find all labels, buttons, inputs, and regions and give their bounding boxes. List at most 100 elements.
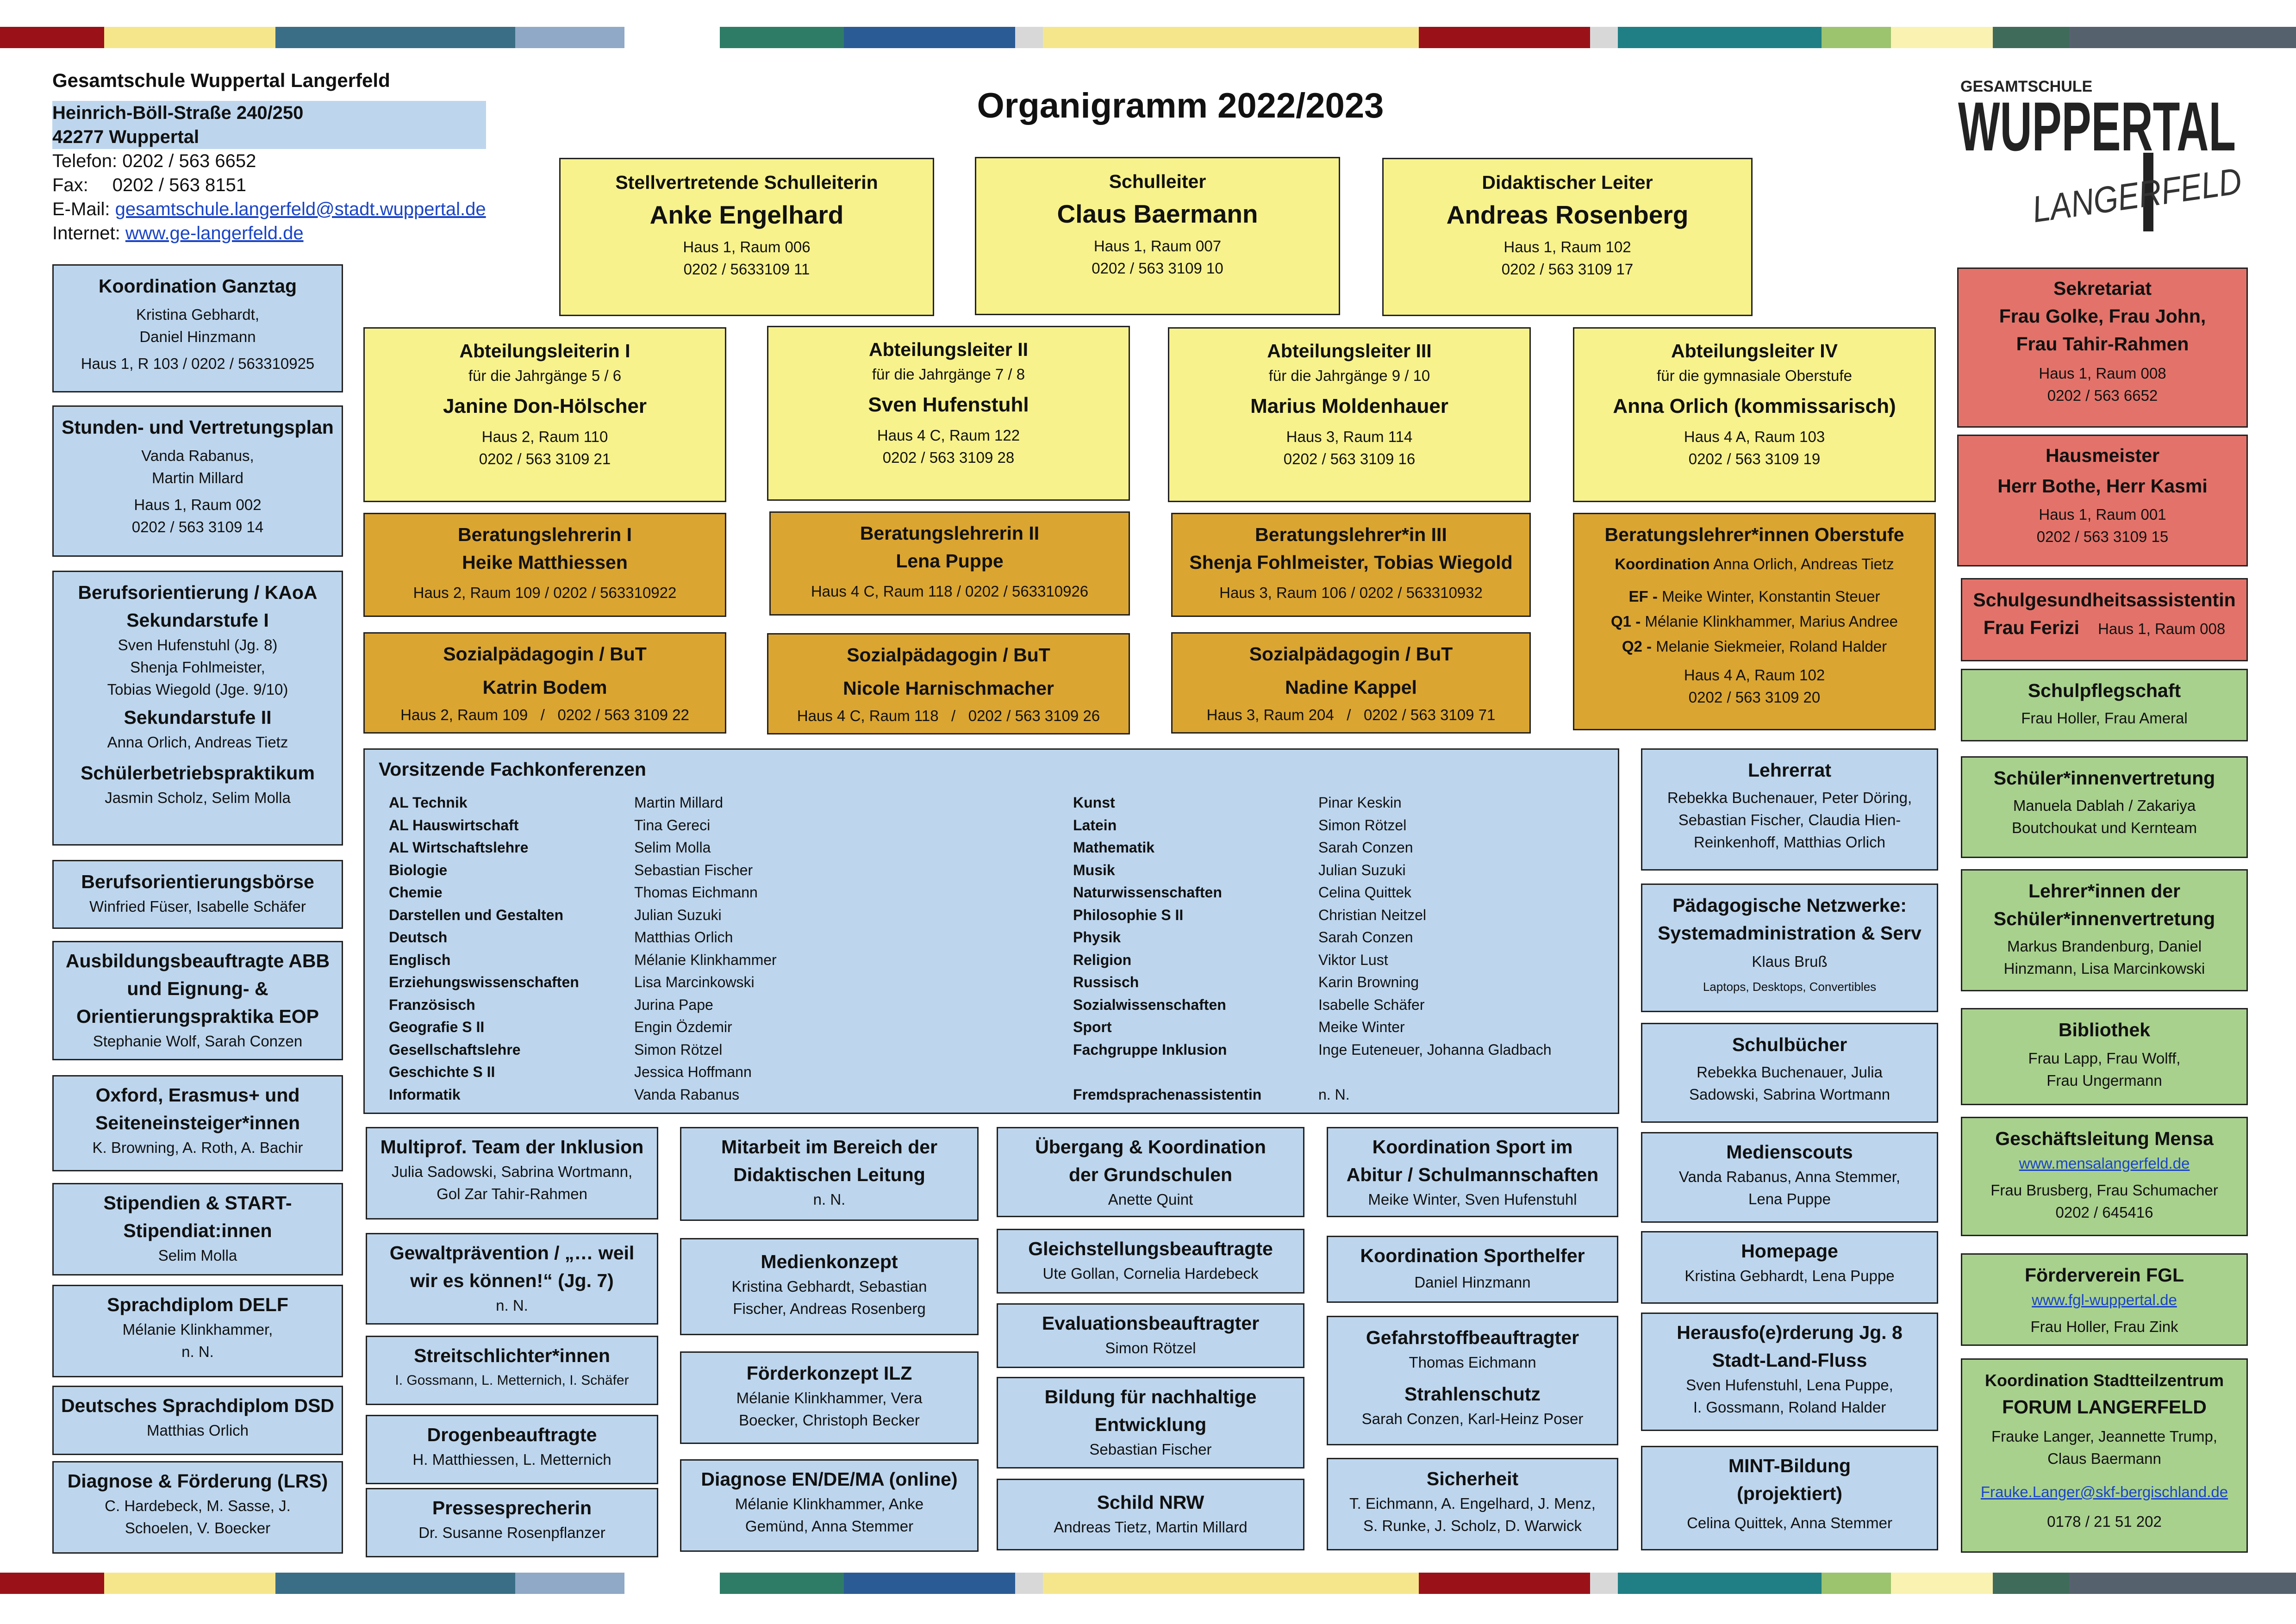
person-name: Lena Puppe [896, 550, 1004, 572]
fk-spacer [1318, 1061, 1552, 1083]
person-name: Anke Engelhard [649, 200, 844, 229]
box-heading: Stipendien & START- [103, 1192, 292, 1213]
fk-subject: AL Technik [389, 794, 468, 811]
box-heading: Schüler*innenvertretung [1993, 767, 2215, 789]
abteilung-4: Abteilungsleiter IV für die gymnasiale O… [1573, 327, 1936, 502]
fk-person: Thomas Eichmann [634, 884, 758, 901]
beratung-1: Beratungslehrerin I Heike Matthiessen Ha… [363, 513, 726, 617]
fk-person: Sarah Conzen [1318, 929, 1413, 946]
fk-person: Engin Özdemir [634, 1019, 732, 1035]
box-line: Mélanie Klinkhammer, [122, 1321, 273, 1338]
fk-subject: Geografie S II [389, 1019, 485, 1035]
school-fax: Fax:0202 / 563 8151 [52, 173, 486, 197]
box-heading: Mitarbeit im Bereich der [721, 1136, 938, 1157]
foerderverein-link[interactable]: www.fgl-wuppertal.de [2032, 1291, 2177, 1308]
mensa-link[interactable]: www.mensalangerfeld.de [2019, 1155, 2190, 1172]
email-link[interactable]: gesamtschule.langerfeld@stadt.wuppertal.… [115, 199, 486, 219]
logo-main-text: WUPPERTAL [1958, 87, 2236, 165]
box-stundenplan: Stunden- und Vertretungsplan Vanda Raban… [52, 405, 343, 557]
abteilung-1: Abteilungsleiterin I für die Jahrgänge 5… [363, 327, 726, 502]
box-line: Frau Holler, Frau Zink [2030, 1318, 2178, 1335]
box-heading: Koordination Sporthelfer [1360, 1245, 1585, 1266]
box-names: Frau Golke, Frau John, [1999, 305, 2206, 327]
box-medienkonzept: Medienkonzept Kristina Gebhardt, Sebasti… [680, 1238, 979, 1335]
box-line: Winfried Füser, Isabelle Schäfer [89, 898, 306, 915]
leitung-schulleiter: Schulleiter Claus Baermann Haus 1, Raum … [975, 157, 1340, 315]
role: Beratungslehrer*in III [1255, 524, 1447, 545]
box-lehrerrat: Lehrerrat Rebekka Buchenauer, Peter Döri… [1641, 748, 1938, 871]
box-line: Kristina Gebhardt, Sebastian [731, 1278, 927, 1295]
box-line: Matthias Orlich [146, 1422, 249, 1439]
box-line: n. N. [496, 1297, 528, 1314]
box-gefahrstoff: Gefahrstoffbeauftragter Thomas Eichmann … [1327, 1316, 1618, 1445]
role-sub: für die gymnasiale Oberstufe [1657, 367, 1852, 384]
person-name: Marius Moldenhauer [1250, 395, 1448, 417]
box-heading: Multiprof. Team der Inklusion [380, 1136, 644, 1157]
fk-subject: Biologie [389, 861, 448, 878]
box-line: Simon Rötzel [1105, 1339, 1196, 1356]
person-name: Janine Don-Hölscher [443, 395, 647, 417]
box-line: 0202 / 563 3109 15 [2036, 528, 2169, 545]
box-dsd: Deutsches Sprachdiplom DSD Matthias Orli… [52, 1386, 343, 1455]
fk-person: Martin Millard [634, 794, 724, 811]
fax-label: Fax: [52, 175, 88, 195]
school-internet: Internet: www.ge-langerfeld.de [52, 221, 486, 245]
phone: 0202 / 563 3109 17 [1501, 261, 1634, 278]
box-heading: Medienkonzept [761, 1251, 898, 1272]
forum-email-link[interactable]: Frauke.Langer@skf-bergischland.de [1980, 1483, 2228, 1500]
role-sub: für die Jahrgänge 9 / 10 [1268, 367, 1430, 384]
role-sub: für die Jahrgänge 5 / 6 [468, 367, 622, 384]
room: Haus 1, Raum 007 [1093, 237, 1222, 255]
internet-link[interactable]: www.ge-langerfeld.de [125, 223, 304, 243]
box-line: S. Runke, J. Scholz, D. Warwick [1363, 1517, 1582, 1534]
email-label: E-Mail: [52, 199, 110, 219]
box-line: Ute Gollan, Cornelia Hardebeck [1042, 1265, 1259, 1282]
room-phone: Haus 2, Raum 109 / 0202 / 563 3109 22 [400, 706, 689, 723]
box-heading: Deutsches Sprachdiplom DSD [61, 1395, 335, 1416]
abteilung-2: Abteilungsleiter II für die Jahrgänge 7 … [767, 326, 1130, 501]
internet-label: Internet: [52, 223, 120, 243]
box-line: 0202 / 563 3109 14 [131, 518, 264, 535]
box-heading: Lehrer*innen der [2028, 880, 2181, 902]
box-line: Julia Sadowski, Sabrina Wortmann, [391, 1163, 633, 1180]
box-line: Sven Hufenstuhl (Jg. 8) [118, 636, 278, 653]
box-schulbuecher: Schulbücher Rebekka Buchenauer, Julia Sa… [1641, 1023, 1938, 1123]
box-heading: Lehrerrat [1747, 759, 1831, 781]
box-heading: Gleichstellungsbeauftragte [1028, 1238, 1273, 1259]
role: Sozialpädagogin / BuT [443, 643, 647, 665]
box-inklusion: Multiprof. Team der Inklusion Julia Sado… [366, 1127, 658, 1220]
box-line: Celina Quittek, Anna Stemmer [1687, 1514, 1892, 1531]
role: Sozialpädagogin / BuT [847, 644, 1050, 666]
q1-line: Q1 - Mélanie Klinkhammer, Marius Andree [1574, 610, 1934, 633]
fk-subject: Musik [1073, 861, 1115, 878]
box-line: Frau Lapp, Frau Wolff, [2028, 1050, 2181, 1067]
person-name: Heike Matthiessen [462, 552, 628, 573]
box-schulpflegschaft: Schulpflegschaft Frau Holler, Frau Amera… [1961, 669, 2248, 741]
box-heading: Berufsorientierung / KAoA [78, 582, 318, 603]
box-heading: Entwicklung [1094, 1414, 1207, 1435]
box-heading: Förderverein FGL [2024, 1264, 2184, 1286]
box-line: Sven Hufenstuhl, Lena Puppe, [1686, 1376, 1893, 1394]
box-line: Haus 1, R 103 / 0202 / 563310925 [81, 355, 315, 372]
box-line: Stephanie Wolf, Sarah Conzen [93, 1033, 303, 1050]
role: Schulleiter [1109, 171, 1206, 192]
school-name: Gesamtschule Wuppertal Langerfeld [52, 69, 390, 91]
box-line: Thomas Eichmann [1409, 1354, 1536, 1371]
k-names: Anna Orlich, Andreas Tietz [1713, 555, 1894, 572]
fk-subject: Chemie [389, 884, 443, 901]
room-phone: Haus 4 C, Raum 118 / 0202 / 563310926 [811, 583, 1089, 600]
box-mint: MINT-Bildung (projektiert) Celina Quitte… [1641, 1446, 1938, 1550]
fk-person: Julian Suzuki [634, 906, 722, 923]
logo-sub-text: LANGERFELD [2030, 160, 2244, 230]
box-forum-langerfeld: Koordination Stadtteilzentrum FORUM LANG… [1961, 1358, 2248, 1553]
box-line: Fischer, Andreas Rosenberg [733, 1300, 926, 1317]
fk-subject: Englisch [389, 951, 451, 968]
box-line: Sebastian Fischer, Claudia Hien- [1678, 811, 1901, 828]
box-line: Frau Brusberg, Frau Schumacher [1990, 1182, 2218, 1199]
room-phone: Haus 4 C, Raum 118 / 0202 / 563 3109 26 [797, 707, 1100, 724]
box-line: Haus 1, Raum 008 [2098, 620, 2226, 637]
box-heading: Schild NRW [1097, 1492, 1204, 1513]
box-line: Claus Baermann [2047, 1450, 2161, 1467]
